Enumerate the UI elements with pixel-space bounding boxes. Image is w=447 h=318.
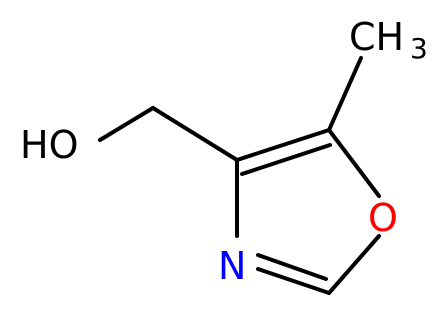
bond-c5-methyl: [327, 56, 363, 132]
methyl-subscript: 3: [410, 32, 428, 65]
bond-c4-c5: [235, 128, 331, 162]
bond-o1-c2: [327, 234, 381, 295]
oxygen-label: O: [368, 196, 398, 240]
bond-ch2-c4: [151, 106, 239, 162]
bond-ho-ch2: [98, 106, 155, 142]
methyl-label: CH: [349, 15, 404, 59]
nitrogen-label: N: [218, 244, 246, 288]
hydroxyl-label: HO: [20, 123, 78, 167]
bond-c2-n3-double: [256, 253, 328, 281]
bond-c2-n3: [256, 267, 331, 295]
bond-c4-c5-double: [240, 143, 332, 176]
bond-c5-o1: [327, 128, 381, 198]
